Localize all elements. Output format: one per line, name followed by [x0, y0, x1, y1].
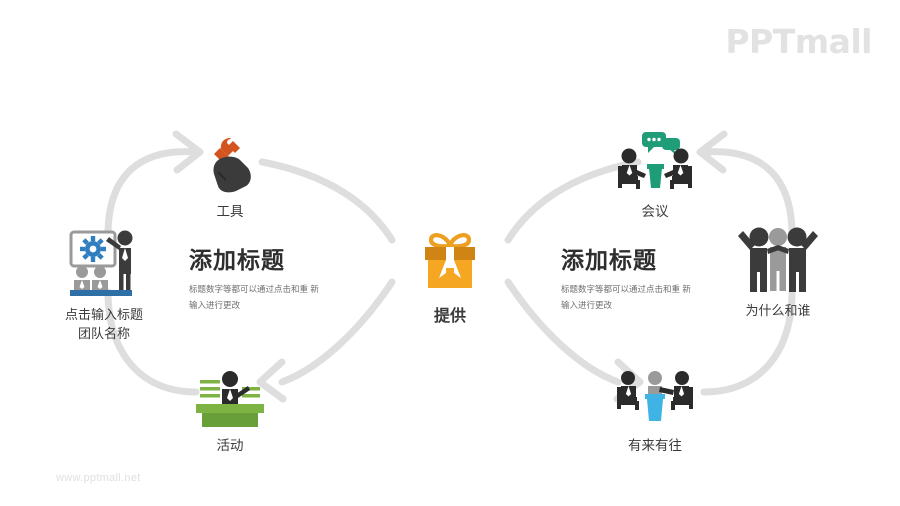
text-block-right-title: 添加标题 [561, 247, 657, 273]
three-people-table-icon [585, 352, 725, 430]
node-event-label: 活动 [216, 438, 244, 453]
node-event: 活动 [160, 352, 300, 456]
presentation-team-icon [34, 222, 174, 300]
text-block-left: 添加标题 标题数字等都可以通过点击和重 新输入进行更改 [189, 247, 374, 314]
node-tools: 工具 [160, 118, 300, 222]
text-block-right: 添加标题 标题数字等都可以通过点击和重 新输入进行更改 [561, 247, 746, 314]
node-why-label: 为什么和谁 [745, 303, 811, 318]
node-tools-label: 工具 [216, 204, 244, 219]
three-people-raised-arms-icon [708, 218, 848, 296]
desk-person-icon [160, 352, 300, 430]
node-team-label: 点击输入标题 团队名称 [64, 307, 143, 341]
pptmall-logo: PPTmall [725, 22, 872, 61]
node-team: 点击输入标题 团队名称 [34, 222, 174, 344]
center-node-label: 提供 [433, 308, 466, 325]
footer-url: www.pptmall.net [56, 472, 141, 484]
hand-wrench-icon [160, 118, 300, 196]
node-meeting: 会议 [585, 118, 725, 222]
center-node-provide: 提供 [385, 222, 515, 326]
text-block-left-title: 添加标题 [189, 247, 285, 273]
text-block-right-body: 标题数字等都可以通过点击和重 新输入进行更改 [561, 284, 691, 311]
node-why: 为什么和谁 [708, 218, 848, 321]
two-people-talking-icon [585, 118, 725, 196]
text-block-left-body: 标题数字等都可以通过点击和重 新输入进行更改 [189, 284, 319, 311]
gift-box-icon [385, 222, 515, 294]
node-mutual: 有来有往 [585, 352, 725, 456]
node-meeting-label: 会议 [641, 204, 669, 219]
node-mutual-label: 有来有往 [628, 438, 682, 453]
